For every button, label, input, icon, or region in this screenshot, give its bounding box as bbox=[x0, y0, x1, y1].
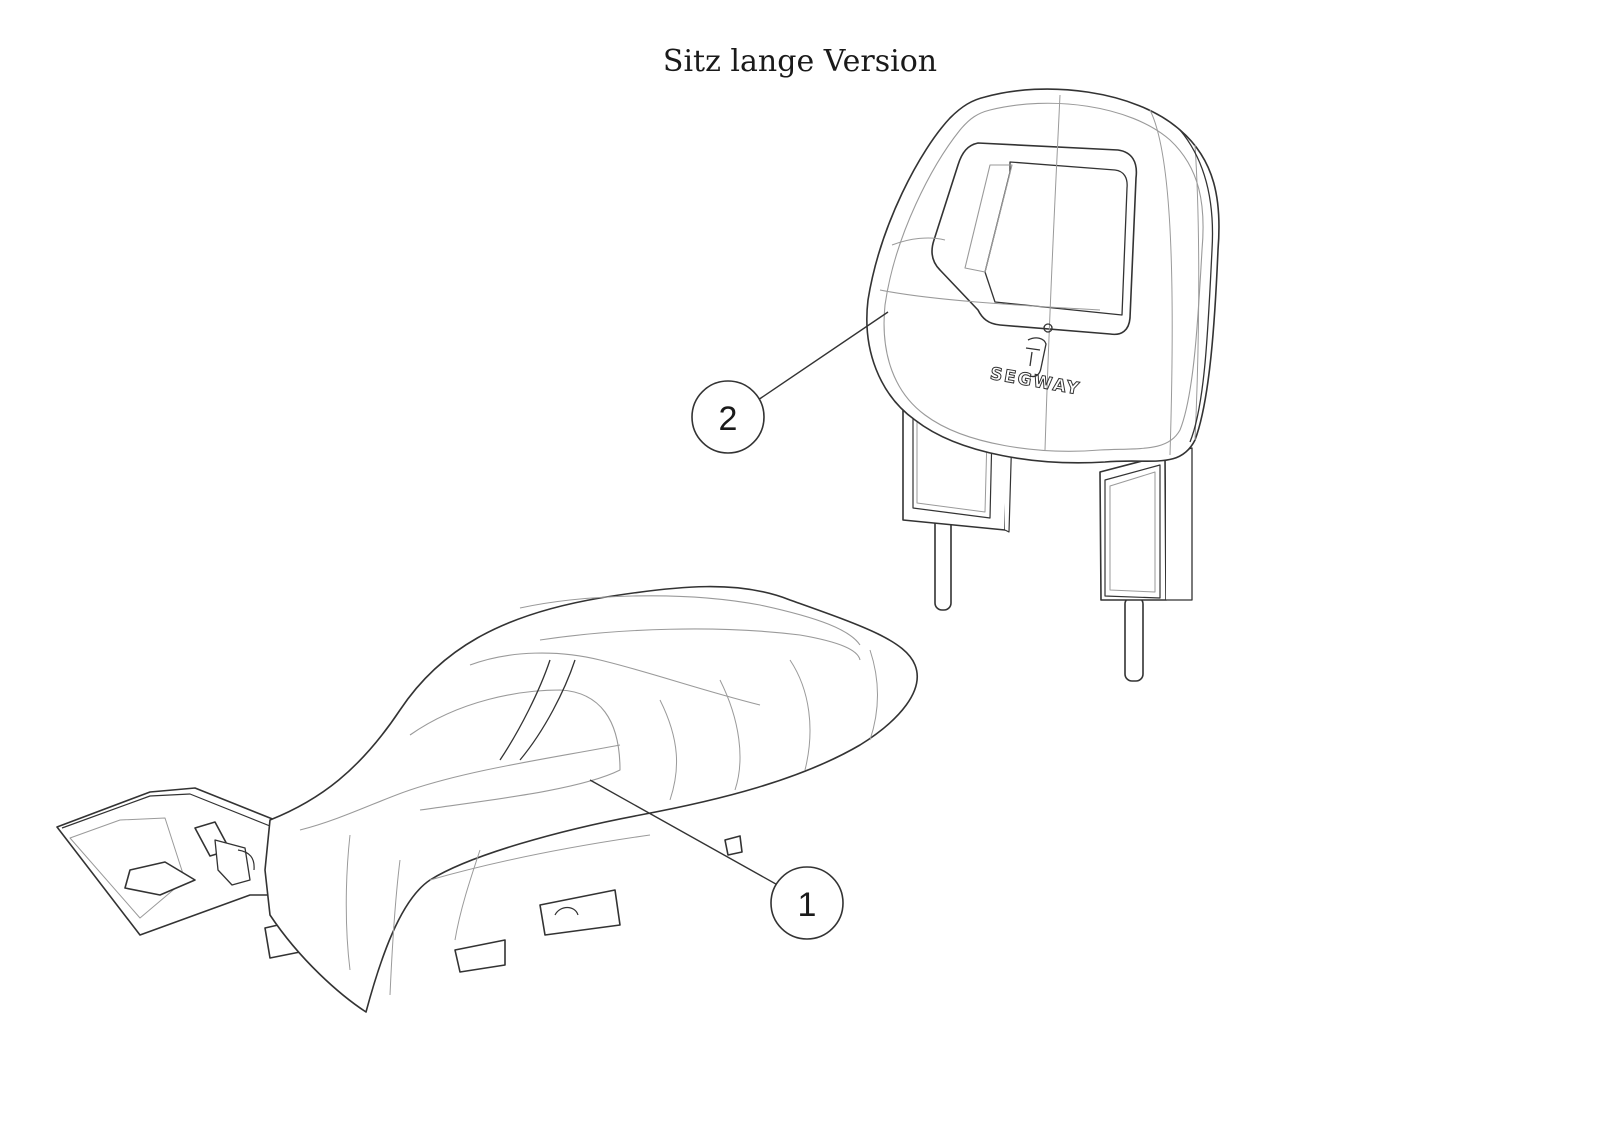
callout-2-circle bbox=[691, 380, 765, 454]
seat-cushion bbox=[264, 585, 918, 1013]
backrest-right-post bbox=[1099, 447, 1193, 682]
segway-rider-logo-icon bbox=[1025, 323, 1053, 378]
diagram-title: Sitz lange Version bbox=[662, 44, 938, 79]
callout-1-number: 1 bbox=[798, 886, 817, 924]
callout-1-circle bbox=[770, 866, 844, 940]
callout-1-leader bbox=[589, 779, 784, 889]
callout-2-number: 2 bbox=[719, 400, 738, 438]
callout-1: 1 bbox=[589, 779, 844, 940]
backrest-part bbox=[866, 88, 1220, 682]
callout-2: 2 bbox=[691, 311, 889, 454]
seat-part bbox=[56, 585, 918, 1013]
callout-2-leader bbox=[757, 311, 889, 401]
